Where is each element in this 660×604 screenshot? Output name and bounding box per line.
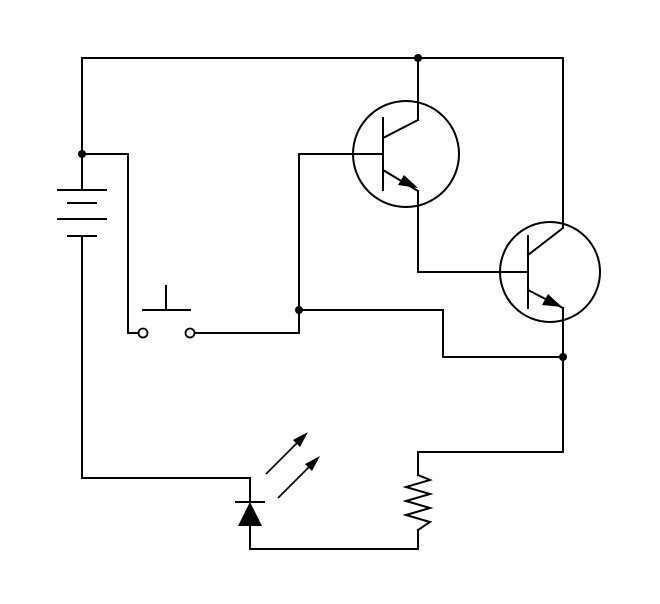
junction-dot <box>414 54 422 62</box>
junction-dot <box>78 150 86 158</box>
switch-terminal <box>184 327 196 339</box>
wire-switch-to-q1-base <box>195 153 384 334</box>
npn-transistor-icon <box>352 100 460 208</box>
junction-dot <box>559 353 567 361</box>
wire-base-to-q2-emitter <box>298 309 564 358</box>
junctions <box>78 54 567 361</box>
transistor-q2-envelope <box>499 221 601 323</box>
light-arrow-head <box>293 432 308 447</box>
battery-icon <box>57 189 107 237</box>
wire-q1-emitter-to-q2-base <box>417 190 529 273</box>
led-icon <box>235 432 320 526</box>
switch-terminal <box>137 327 149 339</box>
wire-battery-to-switch <box>81 153 139 334</box>
wire-led-to-resistor <box>249 525 419 550</box>
wires <box>81 57 564 550</box>
wire-top-rail <box>81 57 564 229</box>
light-arrow-head <box>305 456 320 471</box>
resistor-icon <box>402 473 434 532</box>
wire-battery-to-led <box>81 235 251 503</box>
npn-transistor-icon <box>499 221 601 323</box>
push-switch-icon <box>137 285 196 339</box>
transistor-q1-envelope <box>352 100 460 208</box>
junction-dot <box>295 306 303 314</box>
wire-q2-emitter-to-resistor <box>417 307 564 476</box>
